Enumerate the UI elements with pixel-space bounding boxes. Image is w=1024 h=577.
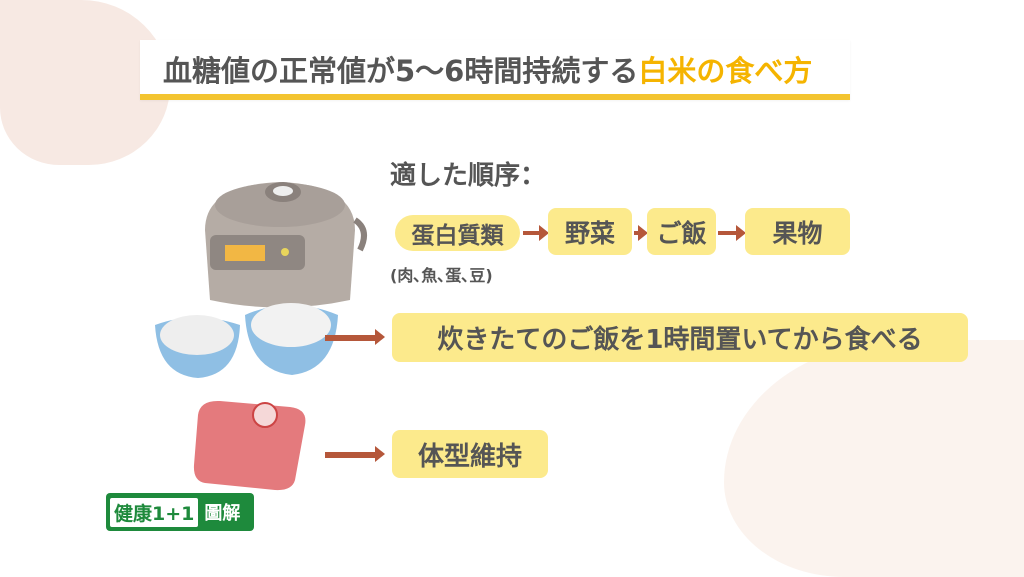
arrow-icon (718, 225, 746, 241)
order-label: 適した順序： (390, 161, 547, 191)
title-main: 血糖値の正常値が5～6時間持続する (163, 54, 639, 88)
arrow-icon (634, 225, 648, 241)
tip-rice-rest: 炊きたてのご飯を1時間置いてから食べる (392, 313, 968, 362)
order-step-vegetable: 野菜 (548, 208, 632, 255)
protein-note: (肉､魚､蛋､豆) (390, 266, 493, 285)
title-accent: 白米の食べ方 (638, 54, 813, 88)
page-title: 血糖値の正常値が5～6時間持続する白米の食べ方 (163, 48, 812, 90)
arrow-icon (523, 225, 549, 241)
tip-weight: 体型維持 (392, 430, 548, 478)
rice-bowls-illustration (155, 303, 338, 378)
title-banner (140, 40, 850, 100)
brand-logo: 健康1+1 圖解 (106, 493, 254, 531)
logo-brand: 健康1+1 (110, 497, 199, 527)
order-step-rice: ご飯 (647, 208, 716, 255)
order-step-protein: 蛋白質類 (395, 215, 520, 251)
rice-cooker-illustration (205, 182, 367, 308)
scale-illustration (193, 400, 306, 491)
arrow-icon (325, 446, 385, 462)
order-step-fruit: 果物 (745, 208, 850, 255)
logo-sub: 圖解 (204, 503, 241, 524)
background-blob (724, 340, 1024, 577)
arrow-icon (325, 329, 385, 345)
